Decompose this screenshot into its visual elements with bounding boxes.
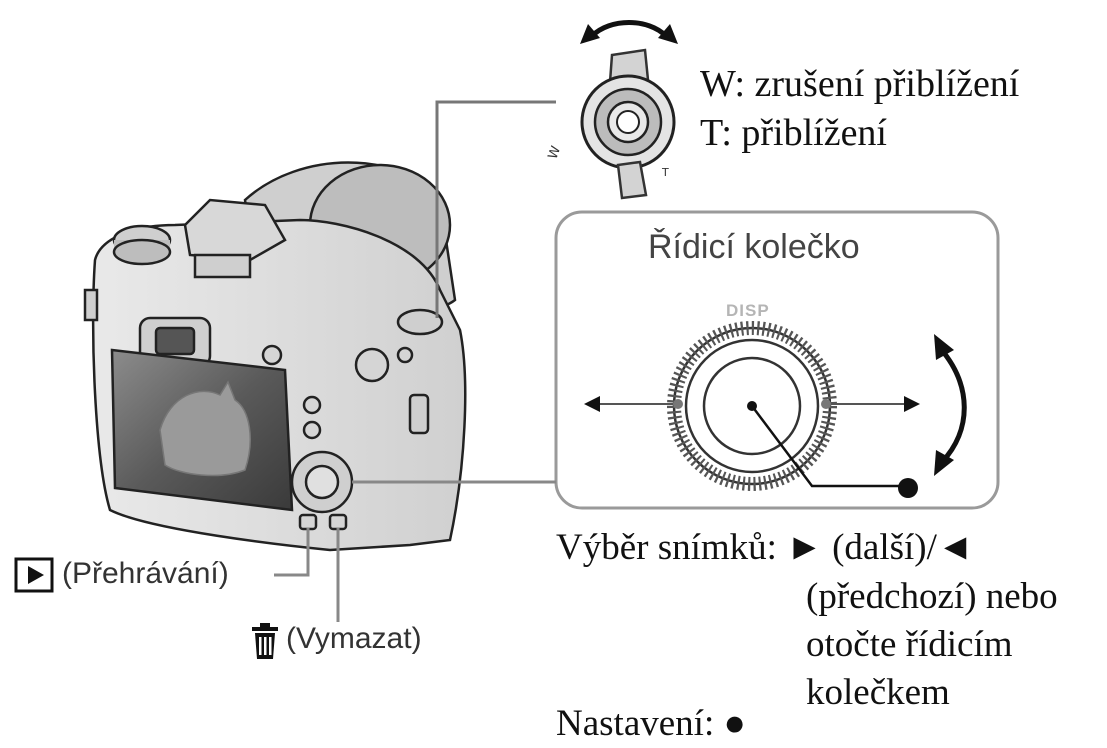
svg-text:W: W — [546, 144, 565, 161]
button-callouts — [14, 528, 340, 659]
svg-text:T: T — [661, 166, 669, 179]
camera-illustration — [83, 161, 467, 552]
viewfinder-hump — [183, 198, 287, 262]
body-playback-button — [298, 513, 318, 531]
rear-button — [261, 344, 283, 366]
playback-leader-line — [274, 528, 310, 577]
selection-text-line-3: otočte řídicím — [806, 624, 1013, 665]
zoom-lever-callout: W T — [435, 20, 678, 318]
zoom-wide-label: W: zrušení přiblížení — [700, 63, 1020, 105]
zoom-tele-label: T: přiblížení — [700, 112, 887, 154]
hot-shoe — [193, 253, 252, 279]
zoom-leader-line — [435, 100, 556, 318]
zoom-rotate-arrow — [590, 20, 668, 38]
left-arrow-icon — [584, 396, 600, 412]
body-zoom-lever — [396, 308, 444, 336]
setting-text: Nastavení: ● — [556, 703, 746, 744]
body-delete-button — [328, 513, 348, 531]
trash-icon — [252, 623, 278, 659]
selection-text-line-1: Výběr snímků: ► (další)/◄ — [556, 527, 974, 568]
set-dot-icon — [898, 478, 918, 498]
wheel-rotate-arrow — [938, 346, 967, 464]
control-wheel-title: Řídicí kolečko — [648, 228, 860, 266]
disp-label: DISP — [726, 301, 770, 320]
delete-button-label: (Vymazat) — [286, 622, 422, 655]
center-leader-line — [751, 405, 900, 488]
lcd-image — [159, 380, 251, 477]
control-wheel-panel — [352, 210, 1000, 510]
selection-text-line-4: kolečkem — [806, 672, 950, 713]
selection-text-line-2: (předchozí) nebo — [806, 576, 1058, 617]
playback-button-label: (Přehrávání) — [62, 557, 229, 590]
right-arrow-icon — [904, 396, 920, 412]
